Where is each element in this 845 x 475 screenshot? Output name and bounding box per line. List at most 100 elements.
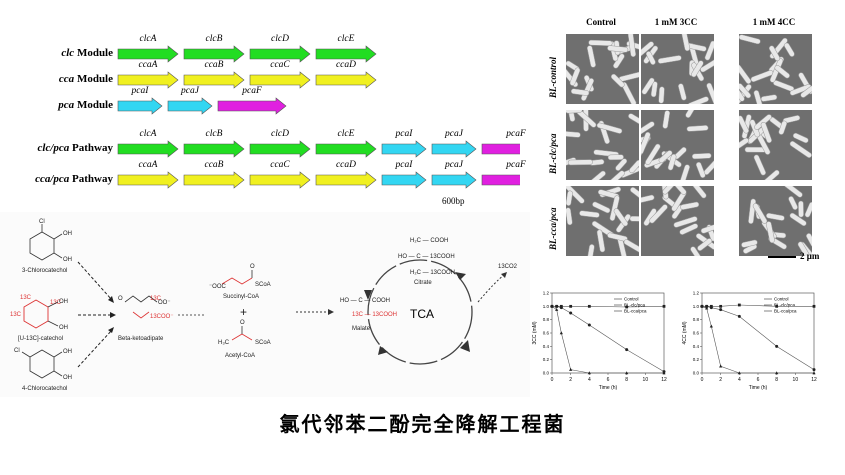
y-tick-label: 1.0 — [693, 304, 700, 309]
bacterium-cell — [792, 132, 809, 144]
bacterium-cell — [641, 41, 654, 57]
gene-name: clcB — [205, 129, 223, 139]
bacterium-cell — [679, 223, 699, 235]
svg-text:H₂C — 13COOH: H₂C — 13COOH — [410, 270, 455, 276]
y-tick-label: 0.8 — [543, 317, 550, 322]
svg-text:H₃C: H₃C — [218, 340, 230, 346]
y-tick-label: 0.4 — [693, 344, 700, 349]
svg-text:H₂C — COOH: H₂C — COOH — [410, 238, 448, 244]
bacterium-cell — [680, 201, 700, 210]
y-tick-label: 0.2 — [693, 357, 700, 362]
scale-bar — [768, 256, 796, 258]
x-tick-label: 0 — [701, 377, 704, 383]
plus-sign: + — [240, 305, 247, 319]
micrograph-row-header: BL-control — [548, 56, 558, 98]
sem-micrograph — [566, 110, 639, 180]
svg-text:13C: 13C — [20, 295, 32, 301]
data-point — [709, 306, 713, 310]
gene-name: clcA — [139, 129, 157, 139]
bacterium-cell — [566, 110, 583, 114]
bacterium-cell — [788, 196, 798, 210]
gene-name: pcaF — [506, 129, 526, 139]
svg-text:13C — 13COOH: 13C — 13COOH — [352, 312, 397, 318]
micrograph-row-header: BL-cca/pca — [548, 207, 558, 250]
y-tick-label: 1.2 — [543, 291, 550, 296]
gene-arrow-clcA — [117, 45, 179, 63]
data-point — [559, 331, 563, 335]
y-tick-label: 0.2 — [543, 357, 550, 362]
bacterium-cell — [650, 81, 658, 98]
gene-arrow-clcE — [315, 45, 377, 63]
gene-arrow-pcaF — [217, 97, 287, 115]
gene-arrow-clcA — [117, 140, 179, 158]
bacterium-cell — [797, 241, 810, 256]
data-point — [709, 324, 713, 328]
bacterium-cell — [566, 186, 585, 204]
compound-label: Acetyl-CoA — [225, 353, 255, 359]
tca-cycle: TCA — [364, 259, 473, 365]
svg-text:13COO⁻: 13COO⁻ — [150, 314, 174, 320]
y-tick-label: 1.0 — [543, 304, 550, 309]
legend-entry: BL-clc/pca — [624, 303, 646, 308]
data-point — [569, 367, 573, 371]
bacterium-cell — [748, 198, 756, 224]
micrograph-row-header: BL-clc/pca — [548, 133, 558, 174]
data-point — [812, 304, 816, 308]
bacterium-cell — [691, 152, 712, 160]
malate-structure: HO — C — COOH 13C — 13COOH Malate — [340, 298, 397, 332]
bacterium-cell — [753, 154, 766, 176]
gene-name: clcB — [205, 34, 223, 44]
bacterium-cell — [678, 83, 687, 101]
gene-name: pcaJ — [445, 160, 463, 170]
gene-row-label: cca/pca Pathway — [35, 173, 113, 185]
plot-frame — [701, 292, 815, 374]
scale-bar-label: 2 μm — [800, 251, 820, 261]
data-point — [587, 371, 591, 375]
series-line-2 — [551, 306, 664, 374]
svg-text:HO — C — COOH: HO — C — COOH — [340, 298, 390, 304]
bacterium-cell — [691, 60, 704, 78]
data-point — [775, 344, 779, 348]
svg-text:SCoA: SCoA — [255, 340, 271, 346]
scale-label: 600bp — [442, 196, 465, 206]
bacterium-cell — [566, 207, 573, 226]
legend-entry: BL-clc/pca — [774, 303, 796, 308]
bacterium-cell — [739, 137, 749, 153]
bacterium-cell — [784, 42, 795, 57]
bacterium-cell — [806, 233, 812, 248]
bacterium-cell — [567, 159, 593, 166]
bacterium-cell — [615, 158, 628, 171]
gene-arrow-ccaB — [183, 71, 245, 89]
bacterium-cell — [766, 221, 775, 243]
bacterium-cell — [681, 34, 691, 52]
bacterium-cell — [741, 239, 758, 248]
gene-arrow-pcaF — [481, 174, 520, 186]
data-point — [775, 371, 779, 375]
svg-text:OH: OH — [63, 257, 72, 263]
x-tick-label: 8 — [775, 377, 778, 383]
y-tick-label: 1.2 — [693, 291, 700, 296]
bacterium-cell — [566, 190, 573, 206]
y-axis-label: 3CC (mM) — [532, 321, 538, 344]
data-point — [737, 314, 741, 318]
bacterium-cell — [629, 159, 639, 174]
bacterium-cell — [739, 83, 751, 99]
x-tick-label: 10 — [643, 377, 649, 383]
bacterium-cell — [739, 34, 761, 45]
svg-text:O: O — [240, 320, 245, 326]
acetyl-coa-structure: O H₃C SCoA Acetyl-CoA — [218, 320, 271, 359]
x-tick-label: 6 — [607, 377, 610, 383]
bacterium-cell — [679, 164, 690, 180]
y-tick-label: 0.0 — [693, 371, 700, 376]
bacterium-cell — [700, 223, 714, 234]
gene-row-label: pca Module — [58, 99, 113, 111]
data-point — [569, 304, 573, 308]
bacterium-cell — [760, 121, 772, 144]
series-line-0 — [552, 306, 665, 308]
data-point — [719, 308, 723, 312]
gene-name: ccaD — [335, 60, 357, 70]
x-tick-label: 8 — [625, 377, 628, 383]
bacterium-cell — [657, 55, 682, 64]
data-point — [559, 306, 563, 310]
bacterium-cell — [641, 131, 651, 155]
